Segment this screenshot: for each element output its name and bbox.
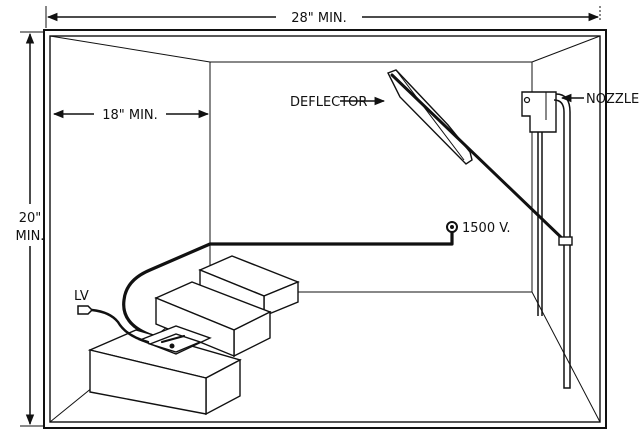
enclosure-frame — [43, 29, 607, 429]
height-label-value: 20" — [19, 211, 42, 226]
width-dimension: 28" MIN. — [45, 6, 601, 28]
lv-label: LV — [74, 289, 89, 304]
depth-dimension: 18" MIN. — [52, 108, 210, 123]
block-front — [87, 329, 242, 416]
deflector: DEFLECTOR — [290, 69, 568, 244]
deflector-label: DEFLECTOR — [290, 95, 367, 110]
nozzle-label: NOZZLE — [586, 92, 639, 107]
nozzle: NOZZLE — [521, 91, 639, 389]
width-label: 28" MIN. — [291, 11, 347, 26]
test-device — [138, 325, 212, 355]
depth-label: 18" MIN. — [102, 108, 158, 123]
block-middle — [154, 281, 272, 358]
voltage-label: 1500 V. — [462, 221, 511, 236]
low-voltage-lead: LV — [74, 289, 150, 344]
height-label-min: MIN. — [16, 229, 45, 244]
height-dimension: 20" MIN. — [16, 31, 45, 427]
